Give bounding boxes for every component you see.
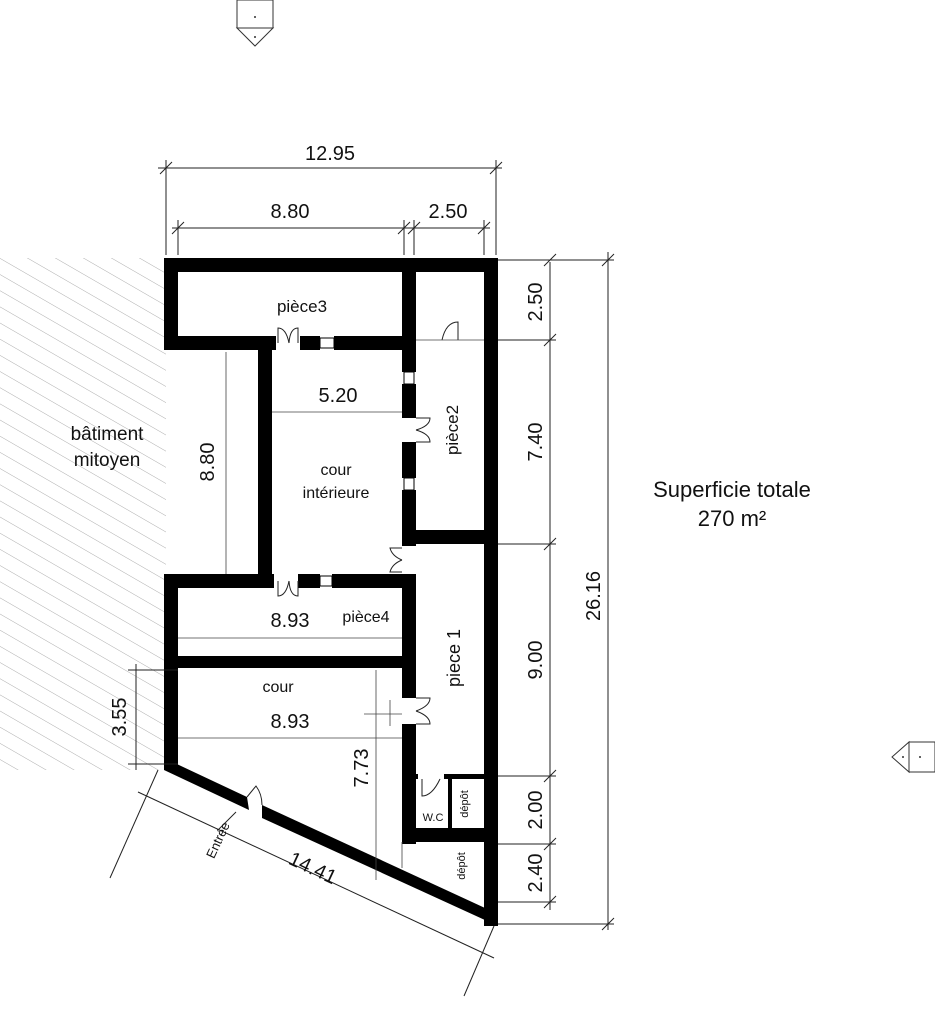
room-label-piece1: piece 1 xyxy=(444,629,464,687)
section-marker-top xyxy=(235,0,275,47)
dim-right-seg5: 2.40 xyxy=(525,854,547,893)
dim-courtyard-height: 8.80 xyxy=(197,443,219,482)
dim-right-seg2: 7.40 xyxy=(525,423,547,462)
neighbor-building-label-line2: mitoyen xyxy=(74,450,141,471)
room-label-piece3: pièce3 xyxy=(277,297,327,316)
windows xyxy=(319,337,484,587)
walls xyxy=(164,258,498,926)
dim-cour-height: 7.73 xyxy=(351,749,373,788)
neighbor-building-label-line1: bâtiment xyxy=(71,424,145,445)
dimension-lines xyxy=(109,160,615,997)
room-label-wc: W.C xyxy=(423,812,444,824)
dim-right-seg4: 2.00 xyxy=(525,791,547,830)
room-label-depot1: dépôt xyxy=(459,790,471,818)
dim-top-left: 8.80 xyxy=(271,201,310,223)
dim-right-seg3: 9.00 xyxy=(525,641,547,680)
room-label-piece2: pièce2 xyxy=(443,405,462,455)
dim-cour-width: 8.93 xyxy=(271,711,310,733)
section-marker-right xyxy=(891,740,935,774)
dim-cour-left: 3.55 xyxy=(109,698,131,737)
dim-top-right: 2.50 xyxy=(429,201,468,223)
entree-label: Entrée xyxy=(203,820,233,861)
dim-piece4-width: 8.93 xyxy=(271,610,310,632)
dim-top-total: 12.95 xyxy=(305,143,355,165)
doors xyxy=(246,321,459,806)
total-area-value: 270 m² xyxy=(698,506,766,531)
room-label-piece4: pièce4 xyxy=(342,609,389,626)
dim-right-seg1: 2.50 xyxy=(525,283,547,322)
dim-right-total: 26.16 xyxy=(583,571,605,621)
room-label-cour-line1: cour xyxy=(320,462,352,479)
dim-diagonal: 14.41 xyxy=(285,848,340,889)
room-label-cour-line2: intérieure xyxy=(303,485,370,502)
dim-courtyard-width: 5.20 xyxy=(319,385,358,407)
room-label-cour: cour xyxy=(262,679,294,696)
room-label-depot2: dépôt xyxy=(456,852,468,880)
total-area-label: Superficie totale xyxy=(653,477,811,502)
interior-lines xyxy=(178,352,403,880)
